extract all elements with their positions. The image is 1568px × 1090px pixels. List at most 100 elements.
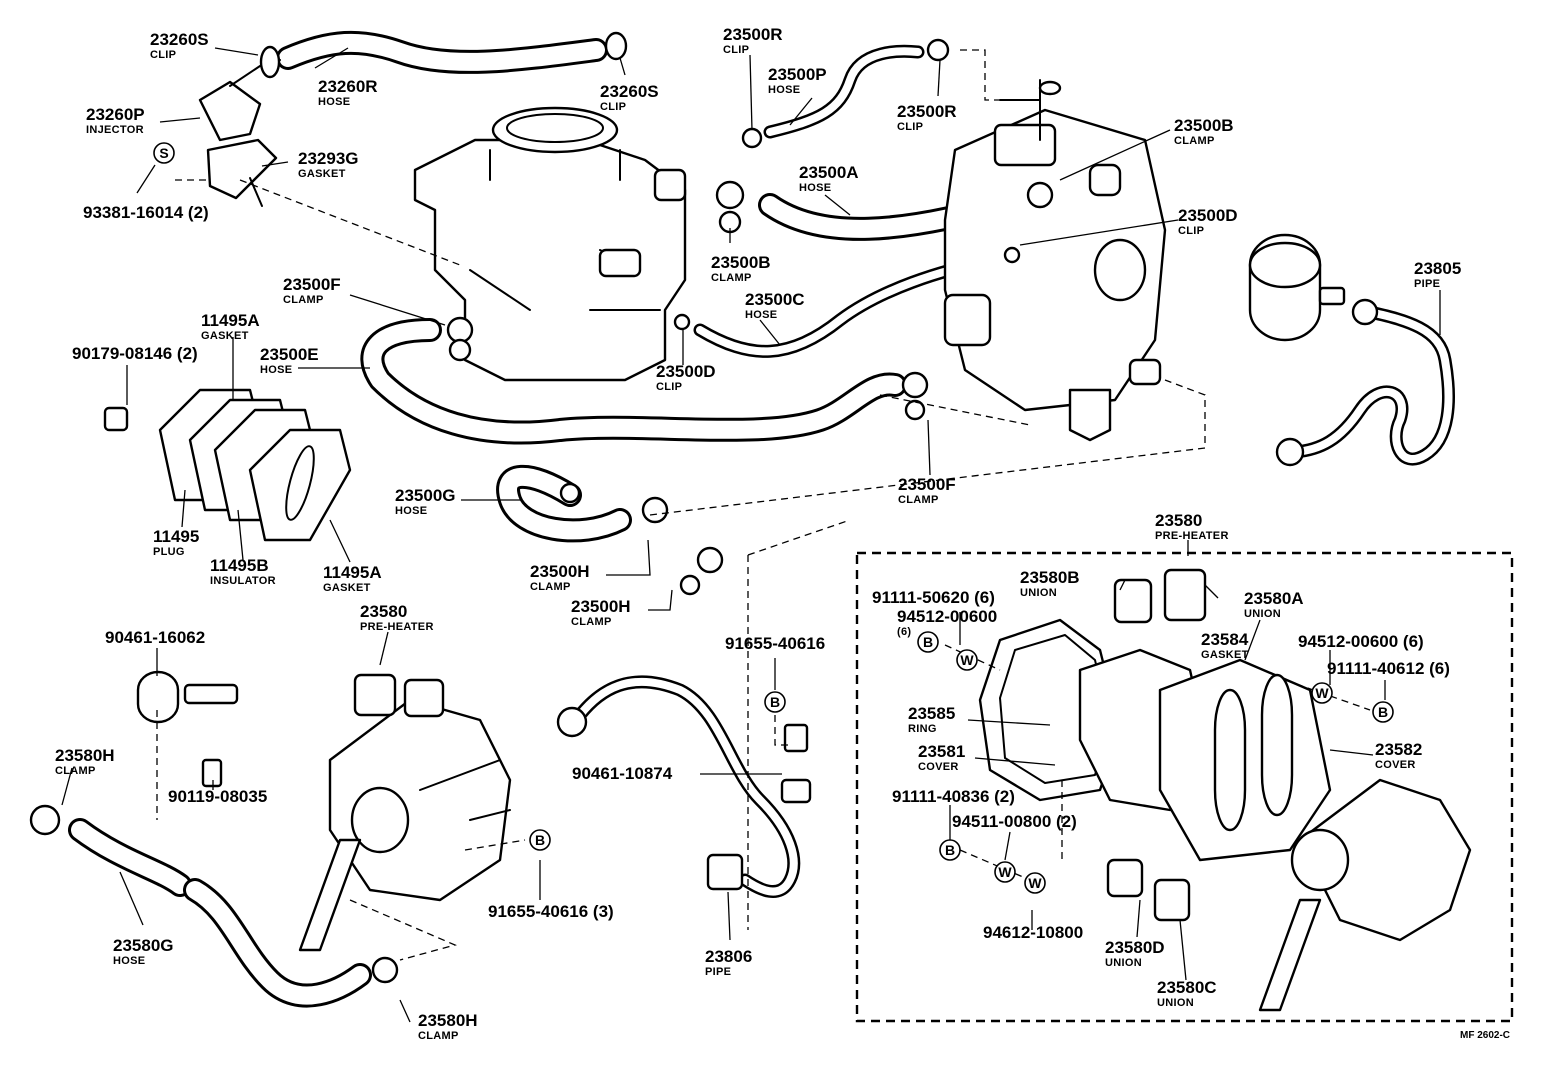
- symbol-w-94512-right: W: [1311, 682, 1333, 704]
- callout-94511: 94511-00800 (2): [952, 812, 1077, 831]
- symbol-b-text: B: [945, 842, 955, 858]
- part-number: 23500E: [260, 345, 319, 364]
- part-number: 23500D: [1178, 206, 1238, 225]
- gasket-stack-11495: [103, 388, 352, 542]
- part-number: 90461-10874: [572, 764, 673, 783]
- part-number: 23580B: [1020, 568, 1080, 587]
- part-name: UNION: [1020, 587, 1057, 599]
- part-number: 90461-16062: [105, 628, 205, 647]
- part-name: HOSE: [745, 309, 777, 321]
- symbol-w-94511: W: [994, 861, 1016, 883]
- part-number: 23260R: [318, 77, 378, 96]
- part-number: 23584: [1201, 630, 1249, 649]
- symbol-w-text: W: [998, 864, 1012, 880]
- part-name: HOSE: [395, 505, 427, 517]
- part-name: CLAMP: [530, 581, 571, 593]
- part-number: 23500B: [1174, 116, 1234, 135]
- part-number: 23500D: [656, 362, 716, 381]
- part-name: CLIP: [150, 49, 176, 61]
- callout-91655-b: 91655-40616 (3): [488, 902, 614, 921]
- part-name: INSULATOR: [210, 575, 276, 587]
- part-number: 23293G: [298, 149, 359, 168]
- part-number: 90179-08146 (2): [72, 344, 198, 363]
- part-name: HOSE: [260, 364, 292, 376]
- hose-23500G: [496, 464, 632, 543]
- part-number: 23580D: [1105, 938, 1165, 957]
- part-name: CLAMP: [55, 765, 96, 777]
- part-name: GASKET: [323, 582, 371, 594]
- part-number: 94612-10800: [983, 923, 1083, 942]
- part-name: CLIP: [1178, 225, 1204, 237]
- part-name: CLAMP: [571, 616, 612, 628]
- part-name: CLIP: [723, 44, 749, 56]
- part-number: 23500A: [799, 163, 859, 182]
- symbol-w-text: W: [960, 652, 974, 668]
- hose-23580G: [29, 804, 399, 1008]
- part-number: 93381-16014 (2): [83, 203, 209, 222]
- part-name: PRE-HEATER: [1155, 530, 1229, 542]
- callout-labels: 23260SCLIP23260RHOSE23260SCLIP23260PINJE…: [55, 25, 1461, 1042]
- part-name: INJECTOR: [86, 124, 144, 136]
- callout-91111-40836: 91111-40836 (2): [892, 787, 1015, 806]
- part-name: COVER: [1375, 759, 1416, 771]
- part-name: GASKET: [201, 330, 249, 342]
- filter-23805: [1248, 233, 1346, 342]
- part-number: 23500B: [711, 253, 771, 272]
- part-number: 23500F: [283, 275, 341, 294]
- callout-93381: 93381-16014 (2): [83, 203, 209, 222]
- callout-90461-16062: 90461-16062: [105, 628, 205, 647]
- pipe-23806: [556, 675, 812, 898]
- symbol-b-text: B: [535, 832, 545, 848]
- part-number: 11495B: [210, 556, 269, 575]
- part-name: HOSE: [768, 84, 800, 96]
- part-name: CLIP: [897, 121, 923, 133]
- part-number: 91111-40836 (2): [892, 787, 1015, 806]
- part-number: 91655-40616 (3): [488, 902, 614, 921]
- injector-23260P: [198, 59, 281, 207]
- part-name: HOSE: [318, 96, 350, 108]
- part-name: CLIP: [600, 101, 626, 113]
- callout-90461-10874: 90461-10874: [572, 764, 673, 783]
- figure-code: MF 2602-C: [1460, 1030, 1510, 1041]
- symbol-b-text: B: [770, 694, 780, 710]
- preheater-left: [136, 670, 512, 952]
- part-number: 23500C: [745, 290, 805, 309]
- part-number: 23582: [1375, 740, 1422, 759]
- part-number: 91111-40612 (6): [1327, 659, 1450, 678]
- part-name: CLAMP: [711, 272, 752, 284]
- part-number: 23585: [908, 704, 955, 723]
- part-name: CLAMP: [1174, 135, 1215, 147]
- part-number: 23260S: [600, 82, 659, 101]
- preheater-detail-box: [855, 551, 1514, 1023]
- part-number: 23580C: [1157, 978, 1217, 997]
- part-name: UNION: [1105, 957, 1142, 969]
- callout-90119: 90119-08035: [168, 787, 267, 806]
- part-number: 23580: [1155, 511, 1202, 530]
- part-number: 23581: [918, 742, 965, 761]
- part-name: HOSE: [799, 182, 831, 194]
- symbol-b-text: B: [1378, 704, 1388, 720]
